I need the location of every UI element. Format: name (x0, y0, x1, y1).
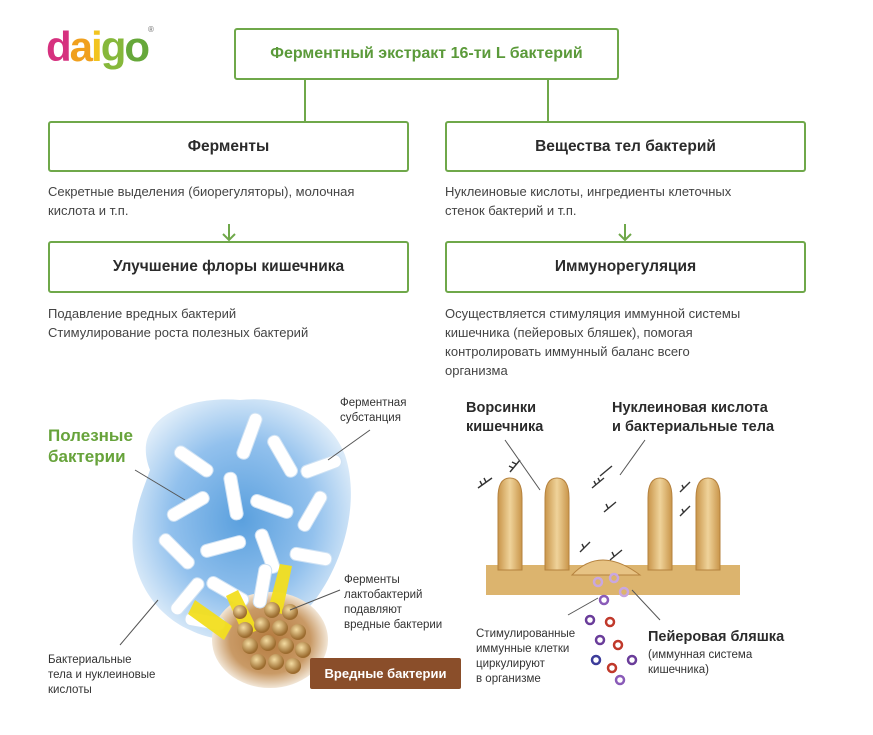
useful-bacteria-label: Полезные бактерии (48, 426, 133, 466)
peyer-patch (570, 559, 642, 576)
daigo-logo: daigo® (46, 23, 154, 70)
peyer-patch-sublabel: (иммунная система кишечника) (648, 649, 753, 676)
stimulated-cells-label: Стимулированные иммунные клетки циркулир… (476, 628, 576, 685)
bacteria-bodies-description: Нуклеиновые кислоты, ингредиенты клеточн… (445, 184, 732, 218)
immunoregulation-description: Осуществляется стимуляция иммунной систе… (445, 306, 741, 378)
villus-2 (544, 477, 570, 571)
villus-4 (695, 477, 721, 571)
villi-label: Ворсинки кишечника (466, 400, 544, 435)
villus-3 (647, 477, 673, 571)
nucleic-acid-label: Нуклеиновая кислота и бактериальные тела (612, 400, 775, 435)
flora-description: Подавление вредных бактерий Стимулирован… (48, 306, 309, 340)
harmful-bacteria-badge: Вредные бактерии (310, 658, 461, 689)
yellow-arrow-1 (188, 600, 232, 640)
yellow-arrow-3 (268, 564, 292, 614)
arrow-right-head (618, 233, 632, 242)
top-box: Ферментный экстракт 16-ти L бактерий (234, 28, 619, 80)
leader-enzyme-substance (327, 429, 371, 461)
peyer-patch-label: Пейеровая бляшка (648, 629, 785, 645)
leader-enzymes-suppress (289, 589, 341, 611)
leader-useful (134, 469, 186, 501)
enzymes-description: Секретные выделения (биорегуляторы), мол… (48, 184, 355, 218)
leader-nucleic (619, 439, 646, 476)
flora-box: Улучшение флоры кишечника (48, 241, 409, 293)
leader-bacterial-bodies (119, 599, 159, 646)
nucleic-fragment (477, 477, 493, 489)
leader-stimulated (567, 597, 599, 616)
enzymes-box: Ферменты (48, 121, 409, 172)
bacteria-bodies-box: Вещества тел бактерий (445, 121, 806, 172)
leader-peyer (631, 589, 661, 621)
leader-villi (504, 439, 541, 491)
enzymes-suppress-label: Ферменты лактобактерий подавляют вредные… (344, 574, 443, 631)
enzyme-substance-label: Ферментная субстанция (340, 397, 407, 424)
villus-1 (497, 477, 523, 571)
immunoregulation-box: Иммунорегуляция (445, 241, 806, 293)
bacterial-bodies-label: Бактериальные тела и нуклеиновые кислоты (48, 654, 156, 696)
arrow-left-head (222, 233, 236, 242)
